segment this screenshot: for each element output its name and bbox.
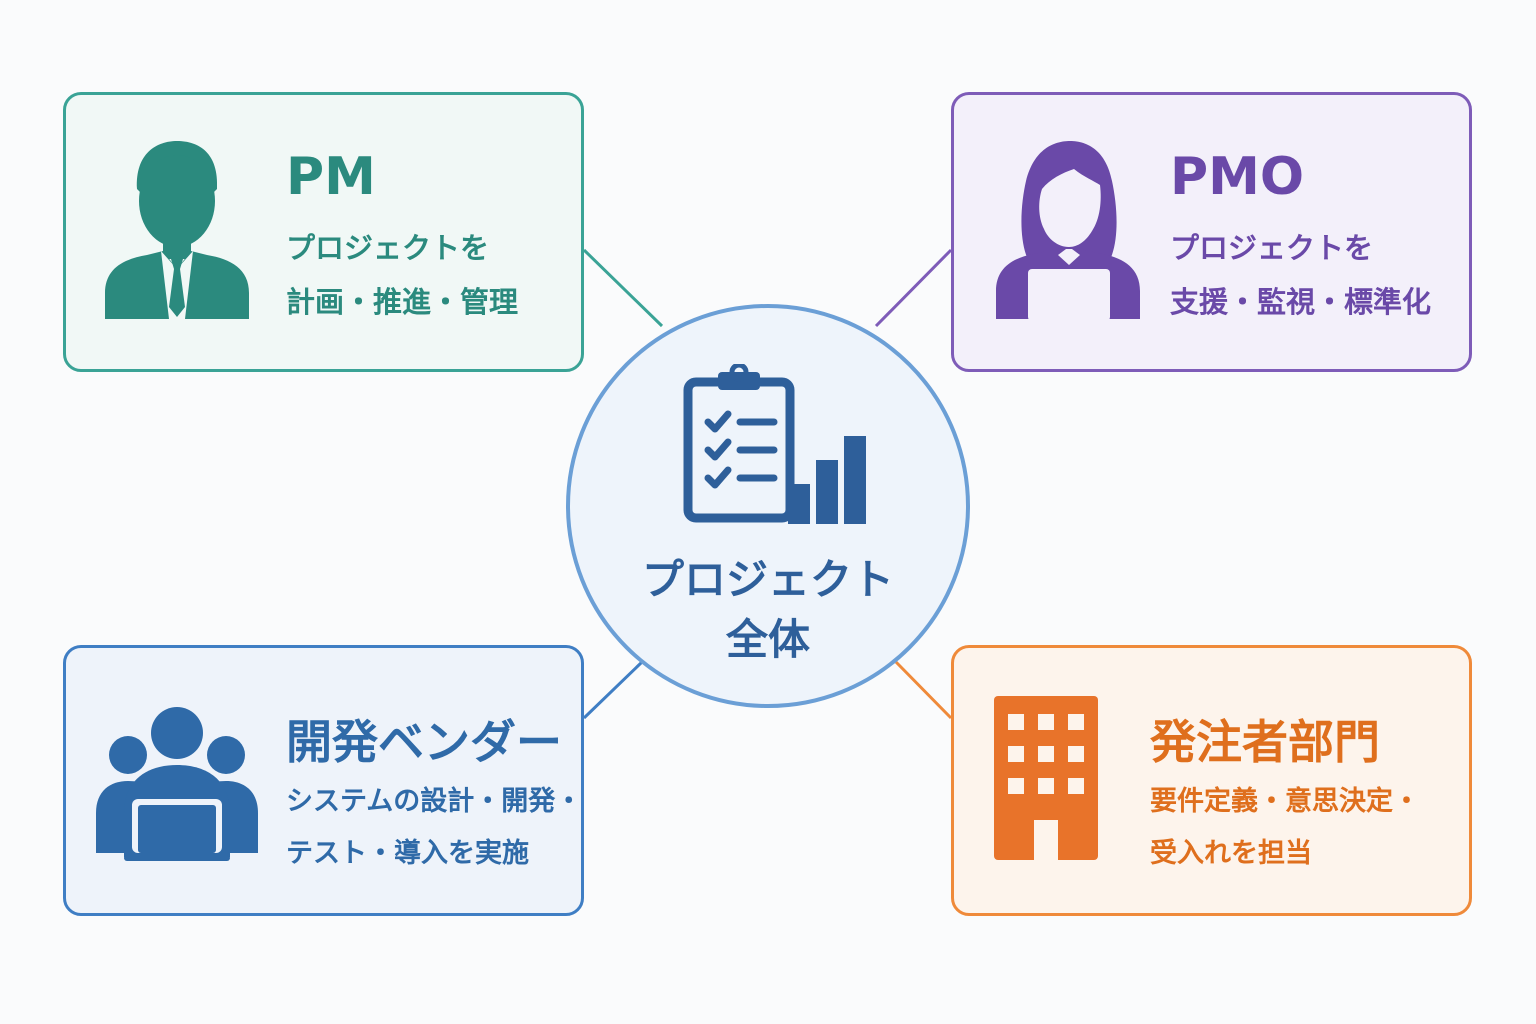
- role-desc-client: 要件定義・意思決定・ 受入れを担当: [1150, 776, 1420, 880]
- businessman-icon: [101, 137, 253, 326]
- role-desc-line: 支援・監視・標準化: [1170, 285, 1432, 319]
- project-hub: プロジェクト 全体: [566, 304, 970, 708]
- role-desc-pm: プロジェクトを 計画・推進・管理: [286, 221, 518, 329]
- hub-label: プロジェクト 全体: [570, 550, 966, 670]
- role-title-vendor: 開発ベンダー: [286, 715, 562, 769]
- role-desc-line: テスト・導入を実施: [286, 838, 529, 869]
- team-laptop-icon: [94, 703, 260, 872]
- role-desc-line: プロジェクトを: [286, 231, 490, 265]
- role-desc-pmo: プロジェクトを 支援・監視・標準化: [1170, 221, 1431, 329]
- role-desc-line: 計画・推進・管理: [286, 285, 519, 319]
- role-title-client: 発注者部門: [1150, 715, 1380, 769]
- role-card-client: 発注者部門 要件定義・意思決定・ 受入れを担当: [951, 645, 1472, 916]
- role-card-pmo: PMO プロジェクトを 支援・監視・標準化: [951, 92, 1472, 372]
- role-title-pm: PM: [286, 147, 376, 207]
- connector-client: [894, 660, 953, 720]
- role-desc-line: 受入れを担当: [1150, 838, 1312, 869]
- office-building-icon: [992, 694, 1100, 866]
- clipboard-chart-icon: [682, 362, 868, 534]
- hub-label-line: 全体: [725, 615, 810, 664]
- woman-laptop-icon: [992, 137, 1144, 326]
- role-desc-line: 要件定義・意思決定・: [1150, 786, 1420, 817]
- connector-vendor: [582, 660, 644, 720]
- connector-pmo: [874, 248, 953, 328]
- role-card-pm: PM プロジェクトを 計画・推進・管理: [63, 92, 584, 372]
- connector-pm: [582, 248, 664, 328]
- role-desc-line: システムの設計・開発・: [286, 786, 583, 817]
- role-card-vendor: 開発ベンダー システムの設計・開発・ テスト・導入を実施: [63, 645, 584, 916]
- role-title-pmo: PMO: [1170, 147, 1305, 207]
- role-desc-vendor: システムの設計・開発・ テスト・導入を実施: [286, 776, 582, 880]
- hub-label-line: プロジェクト: [641, 555, 894, 604]
- role-desc-line: プロジェクトを: [1170, 231, 1374, 265]
